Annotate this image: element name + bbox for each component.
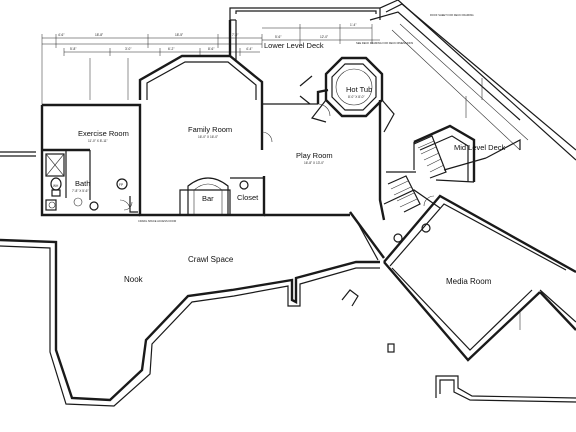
door-arc-2 (123, 201, 133, 211)
dim-second-1: 5'-8" (70, 47, 76, 51)
size-bath: 7'-8" X 5'-6" (72, 189, 89, 193)
top-dimension-lines (41, 24, 380, 112)
media-door-arc (423, 195, 435, 207)
label-play-room: Play Room (296, 151, 333, 160)
closet-symbol (239, 180, 249, 190)
label-crawl-space: Crawl Space (188, 255, 234, 264)
dim-top-2: 18'-8" (95, 33, 103, 37)
label-closet: Closet (237, 193, 259, 202)
play-door-arc (317, 103, 331, 117)
symbol-wh: WH (53, 184, 59, 188)
stair-symbol (393, 233, 403, 243)
stair-lower (387, 175, 421, 213)
door-arc (119, 199, 131, 211)
symbol-fp: FP (119, 183, 123, 187)
label-nook: Nook (124, 275, 144, 284)
size-play-room: 16'-8" X 13'-0" (304, 161, 324, 165)
door-swing (129, 196, 138, 213)
building-walls (40, 20, 521, 261)
floor-drain-symbol (116, 178, 128, 190)
label-bath: Bath (75, 179, 90, 188)
media-room-walls (383, 194, 576, 403)
dim-second-2: 3'-0" (125, 47, 131, 51)
stair-upper (413, 135, 447, 179)
bar-counter (187, 177, 229, 214)
note-crawl-access: CRAWL SPACE ACCESS DOOR (138, 219, 176, 223)
deck-post-2 (299, 95, 311, 105)
hvac-symbol (89, 201, 99, 211)
label-bar: Bar (202, 194, 214, 203)
lower-level-deck-outline (229, 0, 576, 161)
dim-top-4: 7'-0" (232, 33, 238, 37)
label-exercise-room: Exercise Room (78, 129, 129, 138)
dim-top-5: 5'-6" (275, 35, 281, 39)
size-exercise-room: 11'-0" X 8'-11" (88, 139, 108, 143)
label-hot-tub: Hot Tub (346, 85, 372, 94)
dim-top-1: 4'-6" (58, 33, 64, 37)
dim-top-7: 1'-4" (350, 23, 356, 27)
note-top-right: ROOF SHEET FOR DECK FRAMING (430, 13, 474, 17)
bath-fixtures (45, 153, 83, 211)
size-family-room: 16'-0" X 16'-0" (198, 135, 218, 139)
label-lower-level-deck: Lower Level Deck (264, 41, 324, 50)
dim-second-3: 6'-2" (168, 47, 174, 51)
label-mid-level-deck: Mid Level Deck (454, 143, 506, 152)
crawl-space-outline (0, 238, 380, 407)
dim-top-3: 18'-5" (175, 33, 183, 37)
dim-second-4: 8'-6" (208, 47, 214, 51)
stair-symbol-2 (421, 223, 431, 233)
size-hot-tub: 8'-0" X 8'-0" (348, 95, 365, 99)
label-family-room: Family Room (188, 125, 232, 134)
dim-second-5: 4'-4" (246, 47, 252, 51)
dim-top-6: 12'-0" (320, 35, 328, 39)
note-under-deck: SEE DECK FRAMING FOR DECK DIMENSIONS (356, 41, 413, 45)
deck-post (299, 75, 313, 87)
label-media-room: Media Room (446, 277, 492, 286)
hot-tub (310, 56, 395, 133)
family-door-arc (261, 131, 273, 143)
